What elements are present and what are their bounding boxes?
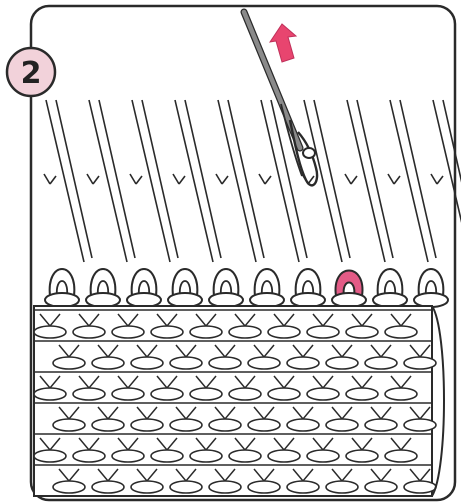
step-number: 2 bbox=[21, 56, 42, 91]
step-badge: 2 bbox=[7, 48, 55, 96]
knitted-fabric bbox=[34, 306, 444, 496]
